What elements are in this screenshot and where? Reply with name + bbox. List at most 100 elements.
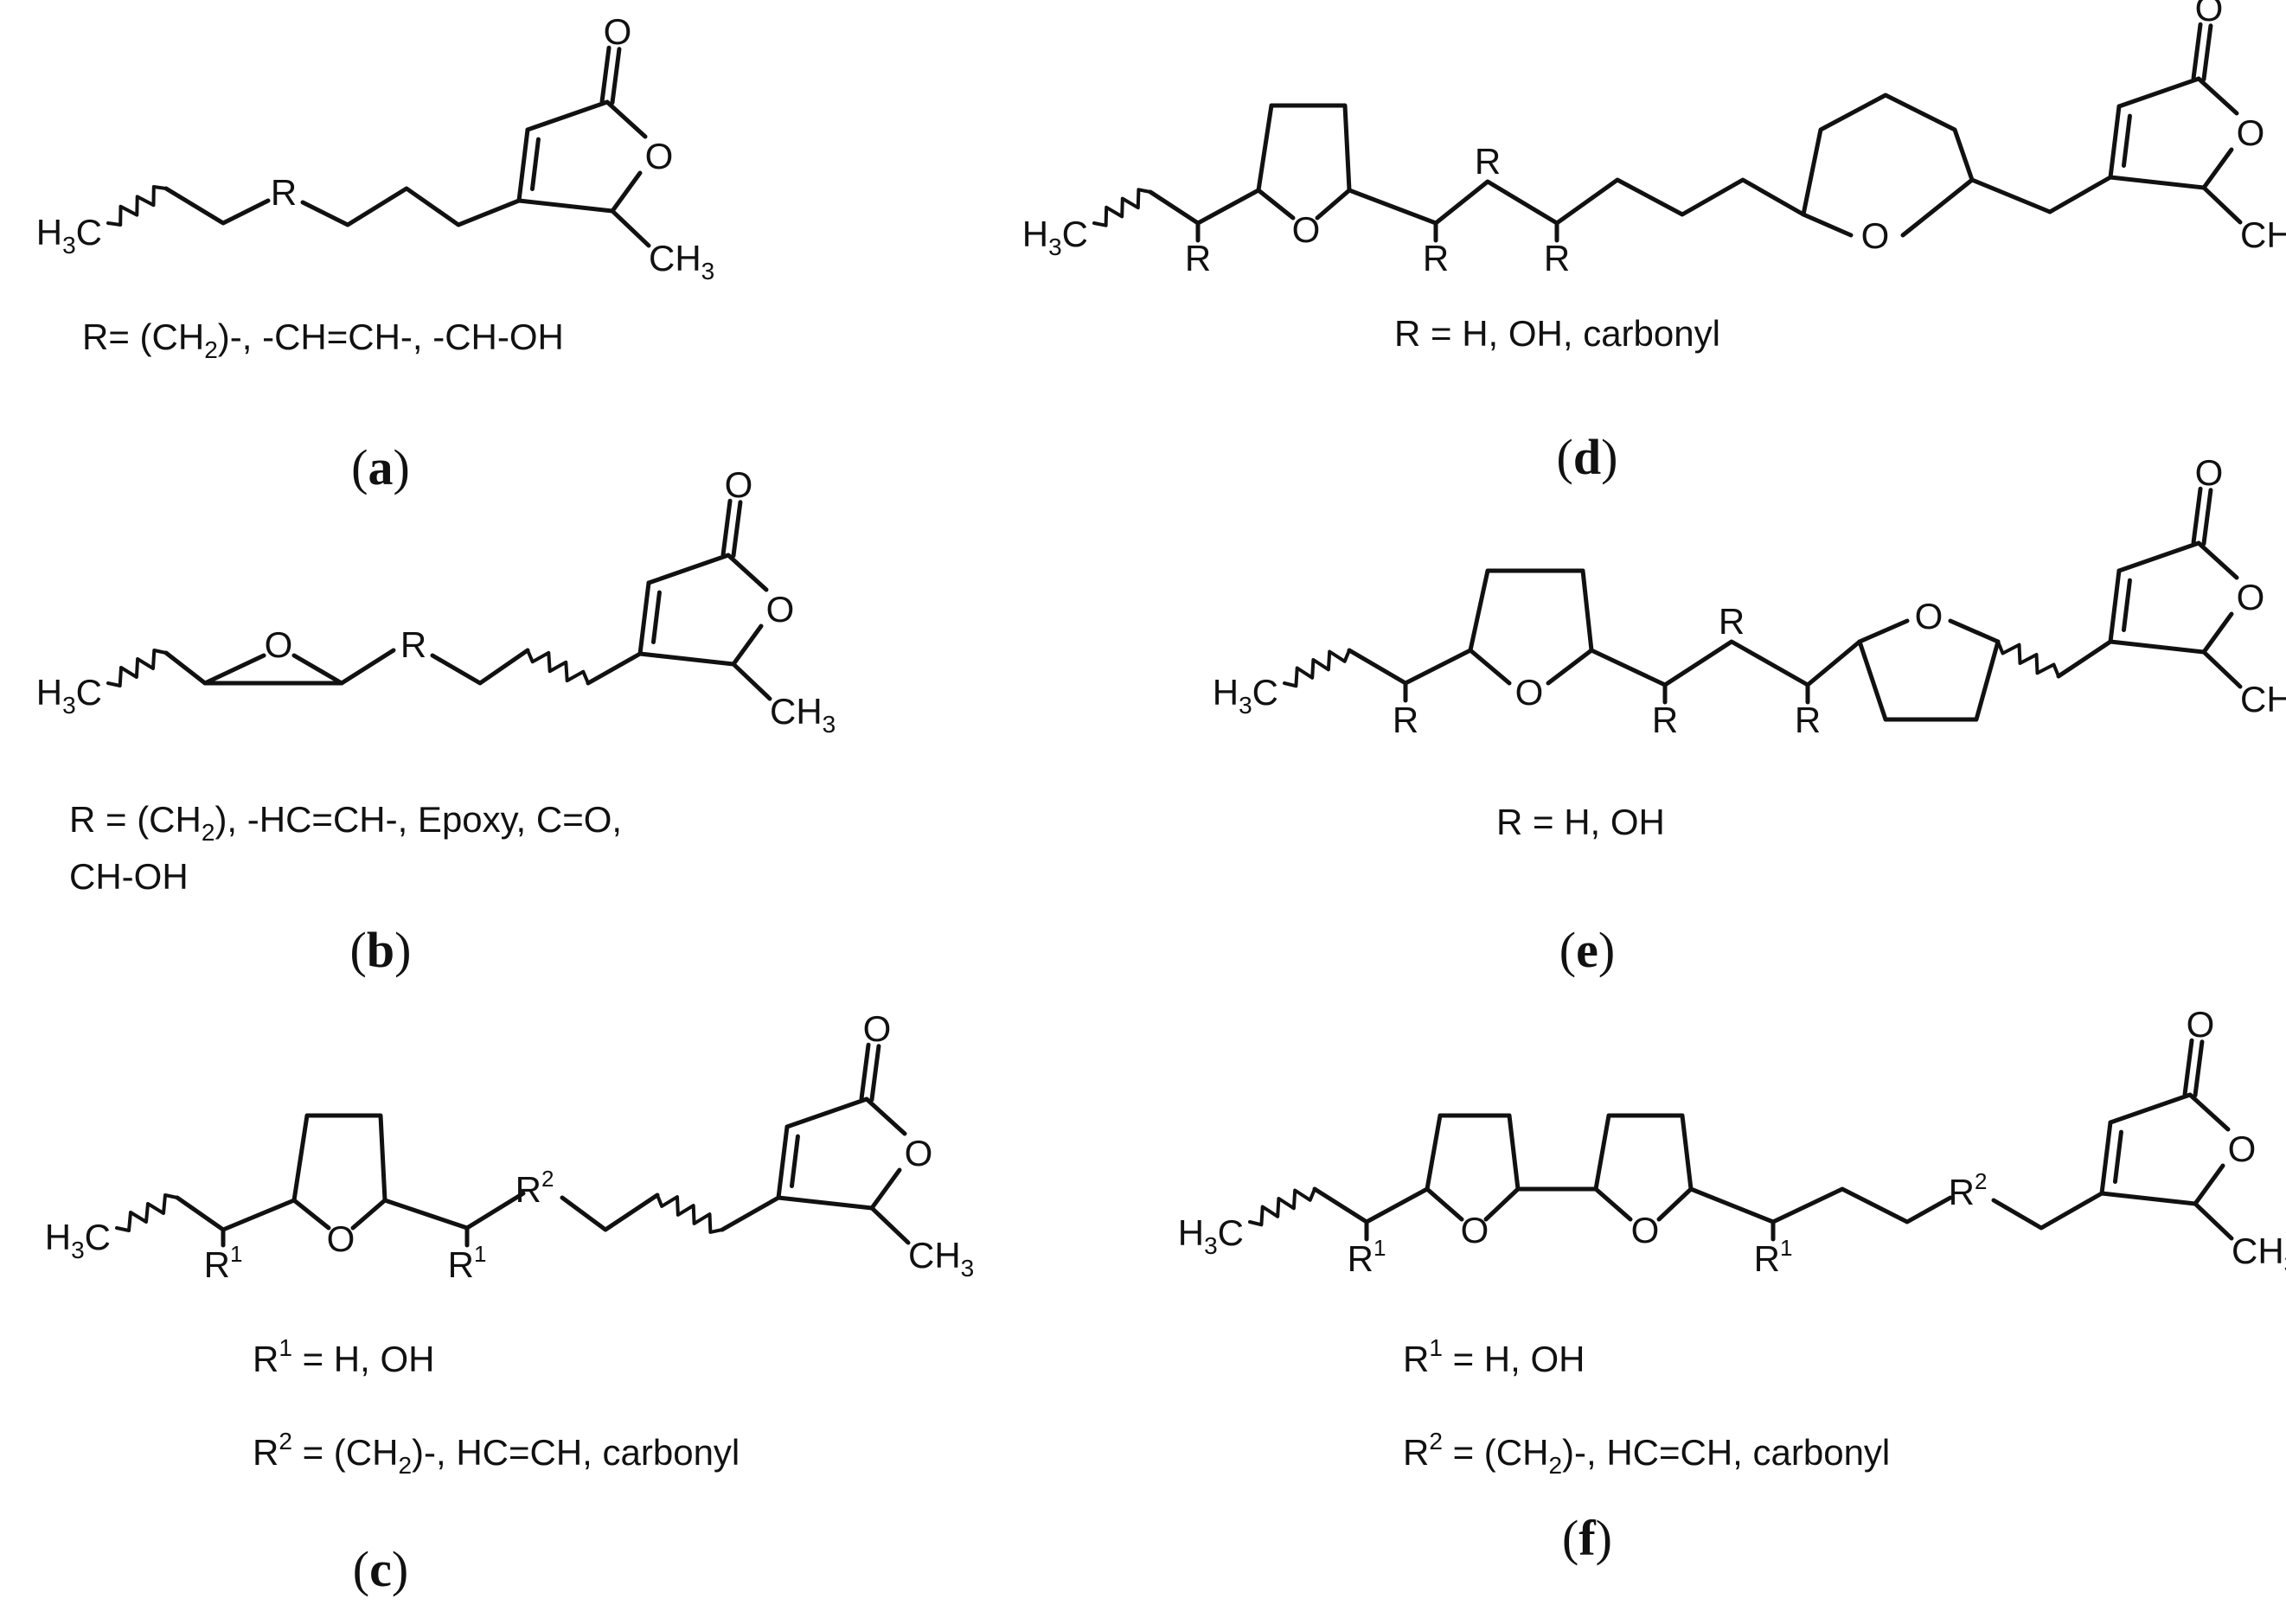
chain-bond [291, 1113, 387, 1203]
oxygen-label: O [327, 1218, 355, 1259]
r-group-definition: R = H, OH, carbonyl [1394, 313, 1720, 354]
bond [2056, 639, 2113, 679]
panel-b-caption: R = (CH2), -HC=CH-, Epoxy, C=O,CH-OH(b) [69, 799, 622, 978]
chain-bond [1857, 639, 2001, 722]
chain-bond [1312, 1186, 1430, 1224]
structure-d: H3CRORRROOOCH3 [1022, 0, 2286, 278]
bond [610, 208, 651, 248]
oxygen-label: O [2195, 0, 2224, 29]
bond [516, 127, 530, 203]
bond [202, 653, 266, 686]
wavy-bond [1996, 640, 2060, 678]
ch3-label: CH3 [2240, 214, 2286, 261]
panel-letter: c [369, 1541, 392, 1597]
r-group-definition: R = H, OH [1496, 802, 1665, 842]
h3c-label: H3C [45, 1217, 111, 1263]
bond [731, 500, 743, 559]
r-label: R [1423, 238, 1449, 278]
oxygen-label: O [905, 1133, 933, 1173]
bond [291, 1198, 331, 1231]
bond [731, 623, 764, 667]
oxygen-label: O [766, 589, 795, 630]
bond [2182, 1038, 2194, 1097]
bond [637, 651, 736, 667]
bond [869, 1167, 902, 1211]
chain-bond [1347, 648, 1473, 686]
bond [586, 651, 643, 686]
ch3-label: CH3 [908, 1235, 974, 1282]
bond [2108, 104, 2122, 180]
oxygen-label: O [1861, 215, 1890, 256]
oxygen-label: O [1631, 1210, 1660, 1250]
h3c-label: H3C [36, 672, 102, 719]
r-label: R [1393, 700, 1418, 740]
chain-bond [1425, 1113, 1521, 1192]
chain-bond [300, 186, 522, 227]
ch3-label: CH3 [770, 691, 836, 738]
bond [2116, 76, 2201, 109]
bond [720, 1195, 781, 1232]
panel-letter: d [1573, 429, 1601, 485]
chain-bond [382, 1191, 526, 1231]
r2-label: R2 [1949, 1168, 1988, 1212]
bond [2201, 147, 2234, 190]
r-group-definition: R1 = H, OH [1403, 1334, 1585, 1379]
bond [350, 1198, 387, 1231]
bond [2193, 1163, 2225, 1206]
bond [610, 170, 643, 214]
bond [1969, 177, 2052, 214]
r-group-definition: R2 = (CH2)-, HC=CH, carbonyl [1403, 1428, 1890, 1479]
bond [1425, 1186, 1464, 1222]
bond [2201, 185, 2243, 225]
h3c-label: H3C [1022, 214, 1088, 260]
bond [599, 45, 612, 104]
bond [869, 1205, 911, 1245]
bond [1900, 177, 1975, 238]
chain-bond [1347, 177, 1806, 226]
oxygen-label: O [604, 11, 632, 52]
bond [525, 99, 610, 132]
bond [2201, 488, 2213, 547]
h3c-label: H3C [1213, 672, 1278, 719]
bond [2099, 1191, 2198, 1206]
bond [1256, 188, 1296, 221]
chain-bond [1148, 188, 1261, 226]
bond [2116, 540, 2201, 573]
ch3-label: CH3 [2240, 679, 2286, 726]
r-group-definition: R = (CH2), -HC=CH-, Epoxy, C=O, [69, 799, 622, 846]
bond [2193, 1039, 2205, 1098]
oxygen-label: O [1915, 596, 1943, 636]
chain-bond [1589, 639, 1862, 687]
bond [2193, 1201, 2234, 1241]
panel-letter: a [368, 439, 394, 496]
chain-bond [1468, 568, 1594, 653]
r-group-definition: CH-OH [69, 856, 189, 897]
bond [864, 1097, 907, 1136]
wavy-bond [106, 185, 168, 227]
oxygen-label: O [2237, 112, 2265, 153]
wavy-bond [656, 1193, 724, 1234]
ch3-label: CH3 [649, 238, 714, 285]
chain-bond [163, 648, 396, 686]
panel-label-a: (a) [351, 439, 410, 496]
r1-label: R1 [448, 1241, 487, 1285]
bond [2108, 1092, 2193, 1125]
h3c-label: H3C [1178, 1212, 1244, 1259]
bond [1801, 212, 1854, 238]
chain-bond [163, 186, 271, 226]
r1-label: R1 [1348, 1235, 1386, 1279]
bond [2121, 578, 2132, 633]
bond [869, 1044, 881, 1103]
oxygen-label: O [1461, 1210, 1489, 1250]
bond [776, 1195, 874, 1211]
panel-a-caption: R= (CH2)-, -CH=CH-, -CH-OH(a) [82, 316, 564, 496]
r-label: R [1544, 238, 1570, 278]
bond [2112, 1129, 2123, 1185]
bond [646, 553, 731, 585]
chain-bond [1801, 93, 1975, 217]
oxygen-label: O [265, 624, 293, 665]
ch3-label: CH3 [2232, 1231, 2286, 1277]
